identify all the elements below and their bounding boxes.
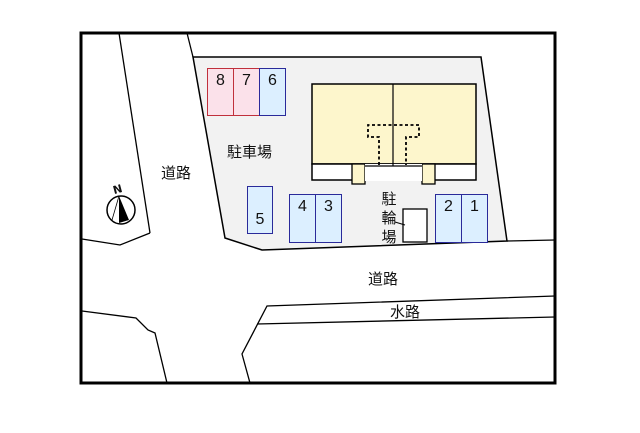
parking-stall-4: 4 <box>289 194 316 243</box>
waterway-edge <box>256 316 556 325</box>
road-edge <box>186 32 194 58</box>
road-edge <box>506 239 556 242</box>
road-edge <box>81 310 168 384</box>
parking-stall-1: 1 <box>461 194 488 243</box>
waterway-label: 水路 <box>390 303 421 321</box>
bicycle-shed <box>402 208 428 243</box>
parking-stall-2: 2 <box>435 194 462 243</box>
waterway-edge <box>241 295 556 384</box>
bicycle-parking-label: 駐輪場 <box>381 190 397 246</box>
road-edge <box>81 232 151 246</box>
parking-stall-5: 5 <box>247 186 273 234</box>
road-edge <box>118 32 151 234</box>
bicycle-shed-pointer <box>394 221 406 226</box>
road-label-south: 道路 <box>368 270 399 288</box>
parking-stall-3: 3 <box>315 194 342 243</box>
north-arrow-icon <box>106 195 136 225</box>
parking-stall-7: 7 <box>233 68 260 116</box>
parking-label: 駐車場 <box>227 143 273 161</box>
building <box>311 83 477 185</box>
parking-stall-8: 8 <box>207 68 234 116</box>
parking-stall-6: 6 <box>259 68 286 116</box>
road-label-west: 道路 <box>161 164 192 182</box>
